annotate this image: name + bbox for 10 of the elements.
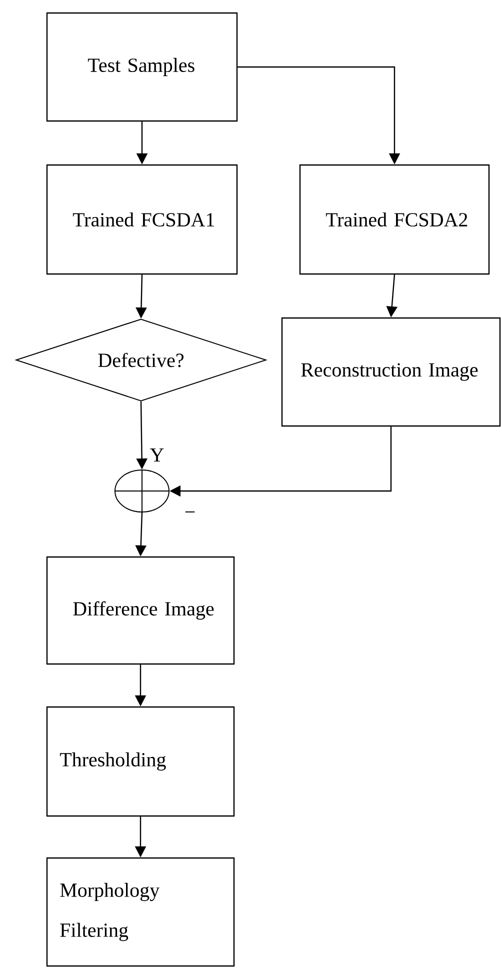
process-box: Reconstruction Image: [281, 317, 501, 427]
minus-sign: −: [185, 511, 195, 512]
process-box: Trained FCSDA2: [299, 164, 490, 275]
process-box: Difference Image: [46, 556, 235, 665]
summing-junction: [114, 469, 170, 513]
process-box: Trained FCSDA1: [46, 164, 238, 275]
process-box: Test Samples: [46, 12, 238, 122]
edge-label: Y: [148, 447, 166, 463]
process-box: Morphology Filtering: [46, 857, 235, 967]
process-box: Thresholding: [46, 706, 235, 817]
